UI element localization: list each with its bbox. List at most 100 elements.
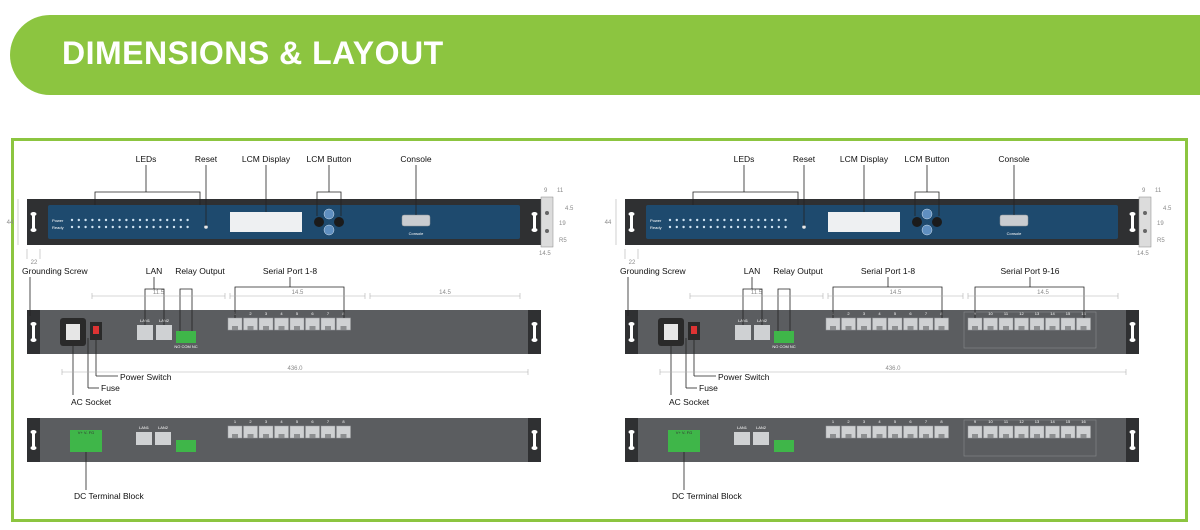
- rear-ac-serial-a-right-port-latch-6: [907, 326, 914, 330]
- dim-serial-span-2-label: 14.5: [1037, 290, 1049, 296]
- label-lcm-display: LCM Display: [242, 154, 291, 164]
- dc-terminal-label: V+ V- FG: [78, 430, 95, 435]
- dim-mount-label: 22: [31, 260, 38, 266]
- lcm-display-right: [828, 212, 900, 232]
- led-top-8: [118, 218, 121, 222]
- led-bottom-18: [186, 225, 189, 229]
- led-top-11: [138, 218, 142, 222]
- led-top-2: [77, 218, 81, 222]
- rear-ac-serial-a-right-port-number-7: 7: [925, 311, 928, 316]
- reset-button-left: [204, 225, 208, 229]
- dim-side-a: 9: [544, 188, 548, 194]
- led-top-17: [179, 218, 182, 222]
- led-bottom-3: [682, 225, 685, 229]
- led-row-label-power: Power: [52, 218, 64, 223]
- label-grounding-screw: Grounding Screw: [620, 266, 687, 276]
- led-bottom-15: [166, 225, 169, 229]
- led-bottom-17: [777, 225, 780, 229]
- rear-ac-serial-b-right-port-number-7: 15: [1066, 311, 1071, 316]
- serial-9-16-frame: [963, 311, 1097, 349]
- label-dc-terminal-block: DC Terminal Block: [672, 491, 743, 501]
- label-power-switch: Power Switch: [718, 372, 770, 382]
- rear-ac-serial-b-right-port-latch-2: [987, 326, 994, 330]
- rear-ac-serial-b-right-port-latch-6: [1049, 326, 1056, 330]
- led-top-13: [152, 218, 155, 222]
- rear-dc-serial-a-right-port-latch-8: [938, 434, 945, 438]
- led-top-5: [696, 218, 699, 222]
- rear-ac-serial-a-left-port-latch-4: [278, 326, 285, 330]
- callout-relay-bracket: [179, 288, 193, 331]
- rear-dc-serial-a-left-port-number-4: 4: [280, 419, 283, 424]
- lan1-port-right: [735, 325, 751, 340]
- label-leds: LEDs: [734, 154, 755, 164]
- rear-ac-serial-b-right-port-latch-5: [1034, 326, 1040, 330]
- led-bottom-1: [70, 225, 74, 229]
- rear-dc-serial-a-right-port-number-4: 4: [878, 419, 881, 424]
- rear-ac-serial-a-right-port-latch-5: [892, 326, 898, 330]
- dc-lan2-port-left: [155, 432, 171, 445]
- rear-ac-serial-a-left-port-latch-6: [309, 326, 316, 330]
- rear-dc-serial-a-right-port-number-2: 2: [847, 419, 850, 424]
- label-reset: Reset: [793, 154, 816, 164]
- rear-dc-panel-left: [40, 418, 528, 462]
- led-top-7: [709, 218, 712, 222]
- callout-leds-bracket: [94, 191, 201, 205]
- rear-ac-serial-a-left-port-latch-5: [294, 326, 300, 330]
- lcm-button-down-right: [921, 224, 933, 236]
- dc-lan2-label: LAN2: [756, 425, 767, 430]
- led-top-11: [736, 218, 740, 222]
- label-relay-output: Relay Output: [773, 266, 823, 276]
- label-serial-1-8: Serial Port 1-8: [861, 266, 916, 276]
- relay-terminal-left: [176, 331, 196, 343]
- led-bottom-9: [723, 225, 726, 229]
- relay-terminal-right: [774, 331, 794, 343]
- header-banner: DIMENSIONS & LAYOUT: [10, 15, 1200, 95]
- dc-relay-terminal-right: [774, 440, 794, 452]
- rear-ac-serial-a-right-port-latch-4: [876, 326, 883, 330]
- console-port-label: Console: [1007, 231, 1022, 236]
- rear-dc-serial-a-right-port-number-1: 1: [832, 419, 835, 424]
- rear-ac-serial-b-right-port-latch-8: [1080, 326, 1087, 330]
- rear-ac-serial-a-right-port-latch-8: [938, 326, 945, 330]
- rear-ac-serial-a-right-port-latch-3: [861, 326, 867, 330]
- rear-ac-serial-a-left-port-latch-3: [263, 326, 269, 330]
- led-top-5: [98, 218, 101, 222]
- led-bottom-4: [91, 225, 94, 229]
- lcm-button-up-left: [323, 208, 335, 220]
- label-lcm-button: LCM Button: [905, 154, 950, 164]
- rear-dc-serial-a-right-port-number-5: 5: [894, 419, 897, 424]
- rear-ac-serial-b-right-port-latch-7: [1065, 326, 1071, 330]
- rear-ac-serial-a-right-port-number-6: 6: [909, 311, 912, 316]
- rear-dc-serial-a-right-port-latch-3: [861, 434, 867, 438]
- rear-ac-serial-a-left-port-latch-8: [340, 326, 347, 330]
- rear-dc-serial-a-left-port-number-2: 2: [249, 419, 252, 424]
- rear-dc-serial-a-right-port-latch-5: [892, 434, 898, 438]
- led-bottom-13: [750, 225, 753, 229]
- rear-ac-serial-b-right-port-latch-4: [1018, 326, 1025, 330]
- dim-side-a: 9: [1142, 188, 1146, 194]
- led-bottom-7: [111, 225, 115, 229]
- led-bottom-7: [709, 225, 712, 229]
- led-bottom-16: [172, 225, 176, 229]
- led-bottom-17: [179, 225, 182, 229]
- label-ac-socket: AC Socket: [669, 397, 710, 407]
- led-top-16: [770, 218, 774, 222]
- led-top-4: [689, 218, 692, 222]
- led-bottom-5: [696, 225, 699, 229]
- rear-dc-serial-b-right-port-latch-3: [1003, 434, 1009, 438]
- led-bottom-12: [145, 225, 148, 229]
- rear-dc-serial-a-right-port-latch-4: [876, 434, 883, 438]
- led-top-14: [757, 218, 760, 222]
- dc-serial-9-16-frame: [963, 419, 1097, 457]
- led-top-8: [716, 218, 719, 222]
- dim-width-label: 436.0: [885, 366, 901, 372]
- rear-ac-serial-a-left-port-number-4: 4: [280, 311, 283, 316]
- led-bottom-10: [132, 225, 135, 229]
- rear-ac-serial-b-right-port-latch-3: [1003, 326, 1009, 330]
- side-profile-left: [540, 196, 554, 248]
- dim-side-c: 4.5: [1163, 206, 1172, 212]
- led-bottom-2: [77, 225, 81, 229]
- callout-relay-bracket: [777, 288, 791, 331]
